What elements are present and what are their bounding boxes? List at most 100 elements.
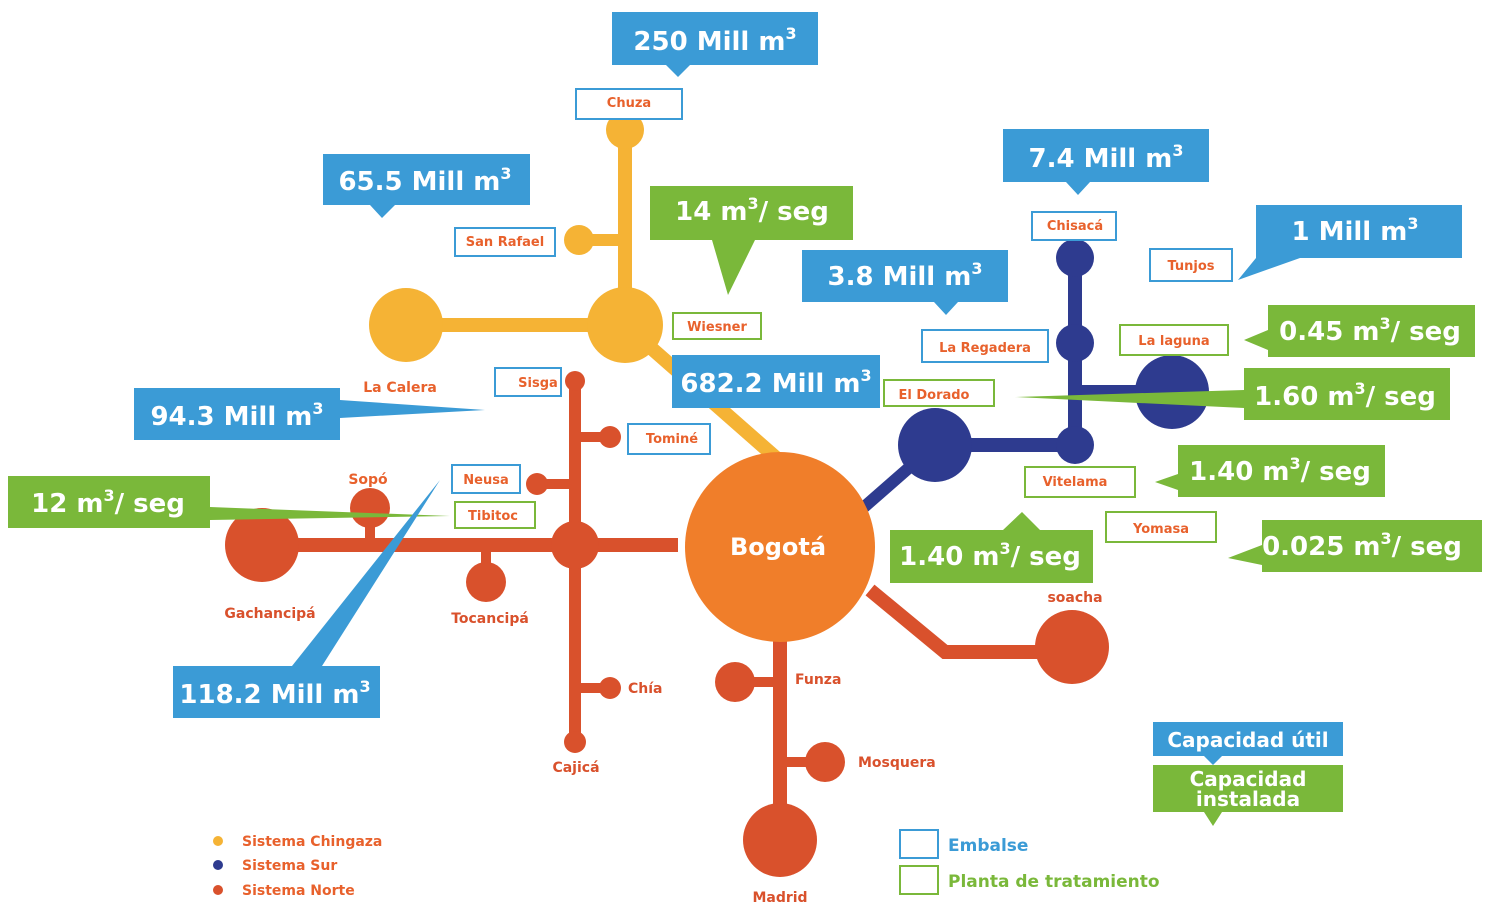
- box-tunjos: [1149, 248, 1233, 282]
- callout-160-shape: [1015, 368, 1450, 420]
- callout-140b-value: 1.40 m: [899, 542, 999, 572]
- callout-118-value: 118.2 Mill m: [179, 680, 359, 710]
- key-capacidad-util-shape: [1153, 722, 1343, 765]
- box-neusa-text: Neusa: [463, 473, 508, 488]
- callout-250: 250 Mill m3: [633, 24, 796, 57]
- callout-12-sup: 3: [103, 486, 114, 505]
- callout-12: 12 m3/ seg: [31, 486, 185, 519]
- callout-160-unit: / seg: [1366, 382, 1436, 412]
- label-cajica: Cajicá: [552, 760, 599, 776]
- callout-94-value: 94.3 Mill m: [150, 402, 312, 432]
- node-gachancipa: [225, 508, 299, 582]
- box-vitelama: [1024, 466, 1136, 498]
- node-el-dorado: [898, 408, 972, 482]
- capacity-key: Capacidad útil Capacidad instalada: [1153, 722, 1343, 826]
- node-tocancipa: [466, 562, 506, 602]
- label-sopo: Sopó: [348, 472, 388, 488]
- node-sisga: [565, 371, 585, 391]
- legend-embalse: Embalse: [948, 836, 1028, 856]
- node-wiesner: [587, 287, 663, 363]
- node-soacha: [1035, 610, 1109, 684]
- callout-7-sup: 3: [1172, 141, 1183, 160]
- box-tibitoc-text: Tibitoc: [468, 509, 518, 524]
- box-tunjos-text: Tunjos: [1167, 259, 1214, 274]
- callout-140a: 1.40 m3/ seg: [1189, 454, 1371, 487]
- callout-7-shape: [1003, 129, 1209, 195]
- box-wiesner: [672, 312, 762, 340]
- node-mosquera: [805, 742, 845, 782]
- callout-0025-unit: / seg: [1392, 532, 1462, 562]
- box-la-regadera-text: La Regadera: [939, 341, 1031, 356]
- label-tocancipa: Tocancipá: [451, 611, 529, 627]
- box-chisaca-text: Chisacá: [1047, 219, 1103, 234]
- legend: Sistema Chingaza Sistema Sur Sistema Nor…: [213, 829, 1160, 899]
- legend-embalse-box: [899, 829, 939, 859]
- node-chia: [599, 677, 621, 699]
- node-sopo: [350, 488, 390, 528]
- node-funza: [715, 662, 755, 702]
- callout-682-value: 682.2 Mill m: [680, 369, 860, 399]
- legend-planta-box: [899, 865, 939, 895]
- callout-14: 14 m3/ seg: [675, 194, 829, 227]
- callout-682-sup: 3: [860, 366, 871, 385]
- callout-118: 118.2 Mill m3: [179, 677, 370, 710]
- callout-1-sup: 3: [1407, 214, 1418, 233]
- node-la-regadera: [1056, 324, 1094, 362]
- legend-norte-dot: [213, 885, 223, 895]
- callout-140a-shape: [1155, 445, 1385, 497]
- callout-160-sup: 3: [1354, 379, 1365, 398]
- callout-38-shape: [802, 250, 1008, 315]
- callout-682-shape: [672, 355, 880, 408]
- callout-65-shape: [323, 154, 530, 218]
- callout-140b: 1.40 m3/ seg: [899, 539, 1081, 572]
- callout-250-shape: [612, 12, 818, 77]
- callout-12-unit: / seg: [115, 489, 185, 519]
- callout-1: 1 Mill m3: [1291, 214, 1418, 247]
- callout-7-value: 7.4 Mill m: [1028, 144, 1172, 174]
- box-san-rafael-text: San Rafael: [466, 235, 544, 250]
- legend-planta: Planta de tratamiento: [948, 872, 1160, 892]
- key-capacidad-instalada-shape: [1153, 765, 1343, 826]
- callout-94-shape: [134, 388, 485, 440]
- callout-045-sup: 3: [1379, 314, 1390, 333]
- node-neusa: [526, 473, 548, 495]
- callout-12-value: 12 m: [31, 489, 103, 519]
- node-san-rafael: [564, 225, 594, 255]
- box-chuza-text: Chuza: [607, 96, 651, 111]
- box-la-laguna-text: La laguna: [1138, 334, 1209, 349]
- callouts: 250 Mill m3 65.5 Mill m 3 14 m3/ seg 7.4 …: [8, 12, 1482, 718]
- callout-7: 7.4 Mill m3: [1028, 141, 1183, 174]
- callout-045-value: 0.45 m: [1279, 317, 1379, 347]
- box-vitelama-text: Vitelama: [1043, 475, 1108, 490]
- callout-14-unit: / seg: [759, 197, 829, 227]
- label-chia: Chía: [628, 681, 663, 697]
- callout-0025: 0.025 m3/ seg: [1262, 529, 1462, 562]
- bogota-label: Bogotá: [730, 533, 826, 561]
- callout-160: 1.60 m3/ seg: [1254, 379, 1436, 412]
- node-la-calera: [369, 288, 443, 362]
- label-madrid: Madrid: [752, 890, 807, 904]
- callout-250-sup: 3: [785, 24, 796, 43]
- callout-65-value: 65.5 Mill m: [338, 167, 500, 197]
- callout-045-shape: [1244, 305, 1475, 357]
- label-soacha: soacha: [1047, 590, 1102, 606]
- callout-140b-shape: [890, 512, 1093, 583]
- box-chuza: [575, 88, 683, 120]
- callout-160-value: 1.60 m: [1254, 382, 1354, 412]
- node-madrid: [743, 803, 817, 877]
- callout-12-shape: [8, 476, 450, 528]
- callout-38: 3.8 Mill m3: [827, 259, 982, 292]
- box-el-dorado-text: El Dorado: [898, 388, 969, 403]
- box-tomine-text: Tominé: [646, 432, 698, 447]
- box-la-regadera: [921, 329, 1049, 363]
- box-yomasa-text: Yomasa: [1132, 522, 1189, 537]
- node-tibitoc: [551, 521, 599, 569]
- label-la-calera: La Calera: [363, 380, 437, 396]
- box-la-laguna: [1119, 324, 1229, 356]
- callout-118-sup: 3: [359, 677, 370, 696]
- network-nodes: [225, 111, 1209, 877]
- box-wiesner-text: Wiesner: [687, 320, 747, 335]
- box-neusa: [451, 464, 521, 494]
- callout-94: 94.3 Mill m3: [150, 399, 323, 432]
- box-el-dorado: [883, 379, 995, 407]
